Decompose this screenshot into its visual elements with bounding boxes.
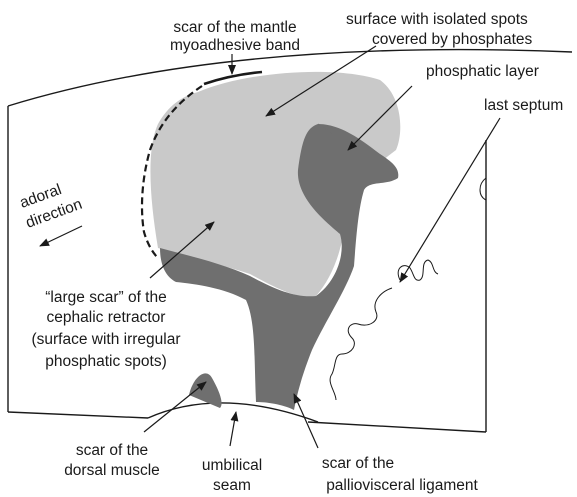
label-umbilical-line1: umbilical [202, 457, 262, 474]
label-phosphatic-layer: phosphatic layer [426, 63, 539, 80]
label-large-scar-line3: (surface with irregular [31, 331, 180, 348]
arrow-dorsal-muscle [144, 382, 206, 432]
dorsal-muscle-scar [189, 373, 222, 408]
arrow-umbilical-seam [230, 412, 236, 446]
label-mantle-band-line2: myoadhesive band [170, 37, 300, 54]
septum-right-edge-curl [480, 178, 486, 200]
label-dorsal-muscle-line1: scar of the [76, 442, 148, 459]
arrow-adoral-direction [40, 226, 82, 246]
label-mantle-band-line1: scar of the mantle [173, 19, 296, 36]
label-last-septum: last septum [484, 97, 563, 114]
label-large-scar-line1: “large scar” of the [45, 289, 166, 306]
shell-bottom-left [8, 412, 148, 418]
label-umbilical-line2: seam [213, 477, 251, 494]
shell-bottom-right [308, 422, 486, 432]
last-septum-curl [398, 260, 438, 280]
label-large-scar-line4: phosphatic spots) [45, 353, 167, 370]
label-isolated-spots-line2: covered by phosphates [372, 31, 533, 48]
label-dorsal-muscle-line2: dorsal muscle [64, 462, 160, 479]
label-isolated-spots-line1: surface with isolated spots [346, 11, 528, 28]
label-large-scar-line2: cephalic retractor [47, 309, 166, 326]
septum-wavy-line [330, 288, 392, 400]
label-palliovisceral-line1: scar of the [322, 455, 394, 472]
label-palliovisceral-line2: palliovisceral ligament [326, 477, 478, 494]
